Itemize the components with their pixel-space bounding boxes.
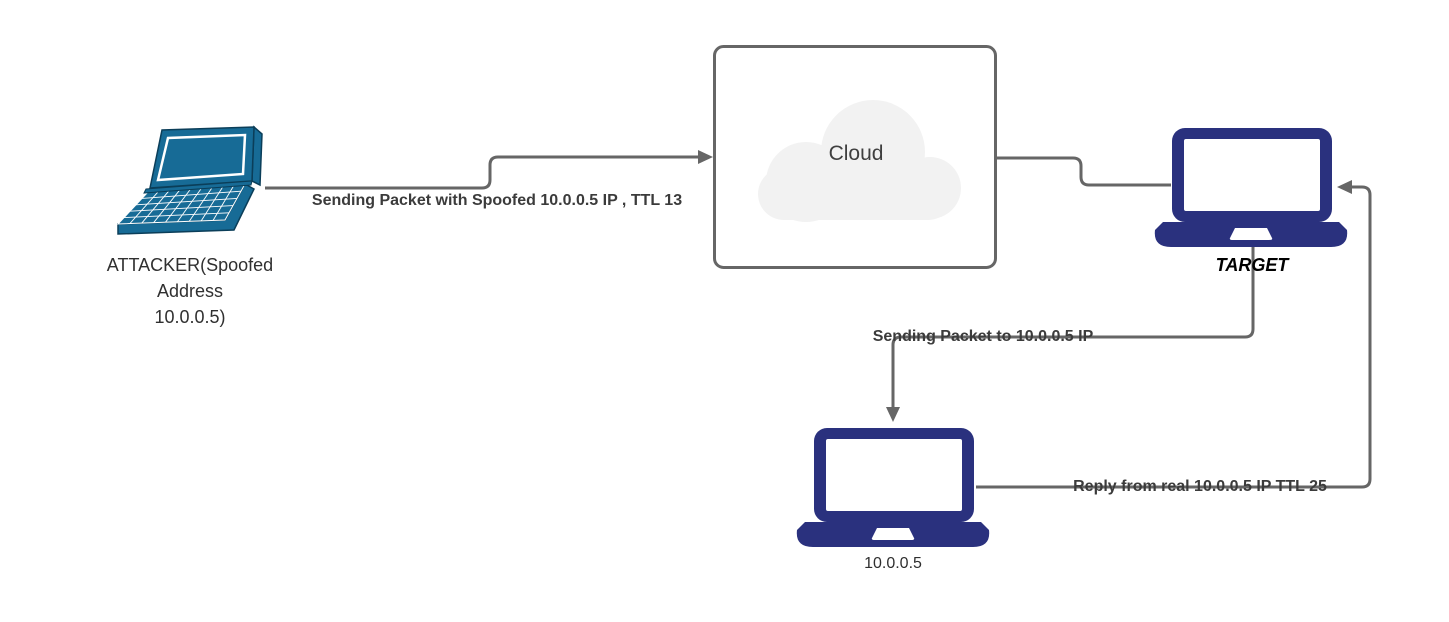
attacker-laptop-icon bbox=[116, 125, 263, 235]
edge-target-to-host-connector bbox=[886, 246, 1255, 422]
arrowhead-left-icon bbox=[1337, 180, 1352, 194]
edge-cloud-to-target-connector bbox=[996, 156, 1171, 187]
arrowhead-down-icon bbox=[886, 407, 900, 422]
attacker-label: ATTACKER(Spoofed Address 10.0.0.5) bbox=[106, 255, 274, 327]
edge-label-spoofed-packet: Sending Packet with Spoofed 10.0.0.5 IP … bbox=[311, 192, 683, 209]
cloud-label: Cloud bbox=[828, 142, 884, 165]
edge-label-sending-to-host: Sending Packet to 10.0.0.5 IP bbox=[872, 328, 1094, 345]
edge-attacker-to-cloud-connector bbox=[265, 150, 713, 190]
cloud-icon bbox=[758, 100, 961, 222]
target-laptop-icon bbox=[1154, 128, 1348, 247]
host-label: 10.0.0.5 bbox=[864, 555, 922, 572]
edge-label-reply-from-host: Reply from real 10.0.0.5 IP TTL 25 bbox=[1073, 478, 1327, 495]
target-label: TARGET bbox=[1215, 255, 1289, 275]
host-laptop-icon bbox=[796, 428, 990, 547]
cloud-box bbox=[713, 45, 997, 269]
edge-host-to-target-connector bbox=[976, 180, 1372, 489]
arrowhead-right-icon bbox=[698, 150, 713, 164]
